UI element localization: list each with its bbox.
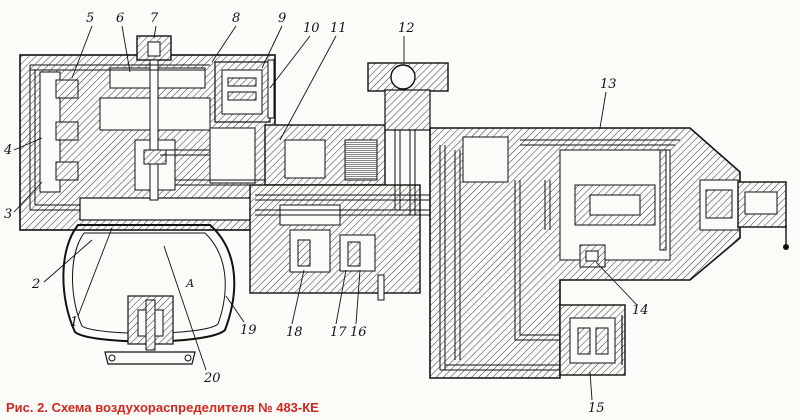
callout-18: 18 [286, 325, 303, 340]
callout-4: 4 [3, 143, 12, 158]
leader-line-4 [13, 137, 43, 151]
leader-line-10 [269, 35, 311, 89]
leader-line-6 [121, 25, 131, 73]
leader-line-17 [335, 269, 347, 325]
leader-line-3 [13, 181, 43, 213]
leader-line-11 [279, 35, 337, 141]
callout-2: 2 [31, 277, 40, 292]
callout-3: 3 [4, 207, 12, 222]
chamber-a-label: А [185, 277, 194, 290]
callout-1: 1 [70, 315, 78, 330]
callout-20: 20 [203, 371, 221, 386]
leader-line-14 [595, 261, 637, 305]
leader-lines [13, 25, 637, 401]
leader-line-15 [589, 371, 593, 401]
leader-line-16 [355, 269, 361, 325]
callout-17: 17 [330, 325, 347, 340]
callout-11: 11 [330, 21, 347, 36]
chamber-a: А [62, 224, 236, 365]
leader-line-7 [153, 25, 157, 39]
leader-line-2 [43, 239, 93, 283]
leader-line-5 [71, 25, 93, 79]
callout-5: 5 [86, 11, 94, 26]
central-body [249, 100, 440, 301]
leader-line-20 [163, 245, 207, 371]
callout-9: 9 [278, 11, 286, 26]
figure-caption: Рис. 2. Схема воздухораспределителя № 48… [6, 400, 319, 415]
callout-10: 10 [303, 21, 320, 36]
callout-15: 15 [588, 401, 605, 416]
main-body-right [429, 127, 789, 379]
fitting-12 [367, 62, 449, 131]
main-body [19, 35, 285, 231]
callout-19: 19 [240, 323, 257, 338]
leader-line-18 [291, 269, 305, 325]
callout-7: 7 [150, 11, 159, 26]
leader-line-9 [261, 25, 283, 69]
callout-14: 14 [632, 303, 649, 318]
callout-12: 12 [398, 21, 415, 36]
leader-line-8 [211, 25, 237, 63]
callout-16: 16 [350, 325, 367, 340]
leader-line-1 [77, 227, 113, 317]
callout-8: 8 [232, 11, 240, 26]
leader-line-19 [225, 295, 245, 323]
leader-line-13 [599, 91, 607, 129]
callout-13: 13 [600, 77, 617, 92]
callout-6: 6 [116, 11, 124, 26]
